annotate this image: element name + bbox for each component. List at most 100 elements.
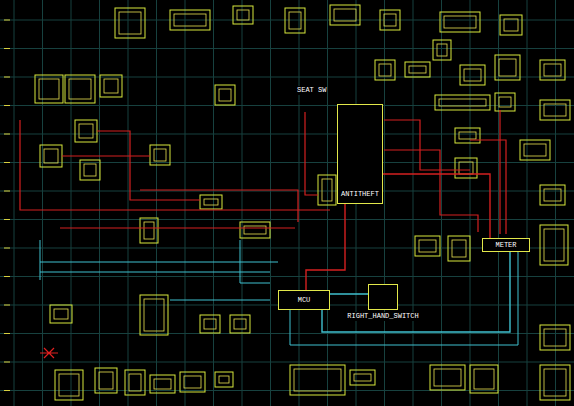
grid-line xyxy=(242,0,243,406)
ruler-tick xyxy=(4,248,10,249)
component-name: METER xyxy=(495,241,516,250)
grid-line xyxy=(527,0,528,406)
ruler-tick xyxy=(4,191,10,192)
connector-symbol xyxy=(455,158,477,178)
ruler-tick xyxy=(4,305,10,306)
connector-pins xyxy=(439,99,486,106)
connector-symbol xyxy=(520,140,550,160)
connector-symbol xyxy=(75,120,97,142)
connector-symbol xyxy=(180,372,205,392)
connector-symbol xyxy=(318,175,336,205)
ruler-tick xyxy=(4,162,10,163)
connector-pins xyxy=(334,9,356,21)
connector-pins xyxy=(354,374,371,381)
grid-line xyxy=(128,0,129,406)
harness-wire xyxy=(330,293,368,294)
connector-symbol xyxy=(285,8,305,33)
grid-line xyxy=(0,390,574,391)
connector-pins xyxy=(84,164,96,176)
ruler-tick xyxy=(4,390,10,391)
connector-pins xyxy=(174,14,206,26)
ground-mark xyxy=(40,348,58,358)
connector-pins xyxy=(459,162,473,174)
connector-pins xyxy=(154,149,166,161)
connector-pins xyxy=(322,179,332,201)
connector-symbol xyxy=(405,62,430,77)
connector-pins xyxy=(119,12,141,34)
connector-pins xyxy=(544,64,561,76)
wire xyxy=(140,190,298,222)
connector-symbol xyxy=(140,218,158,243)
connector-symbol xyxy=(150,145,170,165)
connector-symbol xyxy=(40,145,62,167)
connector-symbol xyxy=(540,100,570,120)
connector-pins xyxy=(129,374,141,391)
connector-symbol xyxy=(150,375,175,393)
component-box: METER xyxy=(482,238,530,252)
component-box: RIGHT_HAND_SWITCH xyxy=(368,284,398,310)
connector-pins xyxy=(69,79,91,99)
connector-pins xyxy=(294,369,341,391)
component-name: RIGHT_HAND_SWITCH xyxy=(346,312,419,321)
connector-pins xyxy=(419,240,436,252)
grid-line xyxy=(14,0,15,406)
connector-symbol xyxy=(540,325,570,350)
connector-pins xyxy=(204,319,216,329)
wire xyxy=(170,300,270,301)
connector-symbol xyxy=(170,10,210,30)
wire xyxy=(384,120,470,170)
connector-symbol xyxy=(200,195,222,209)
connector-symbol xyxy=(350,370,375,385)
grid-line xyxy=(0,134,574,135)
ruler-tick xyxy=(4,276,10,277)
connector-symbol xyxy=(50,305,72,323)
ruler-tick xyxy=(4,134,10,135)
connector-pins xyxy=(234,319,246,329)
connector-pins xyxy=(474,369,494,389)
connector-pins xyxy=(444,16,476,28)
connector-pins xyxy=(409,66,426,73)
wire xyxy=(97,131,200,200)
grid-line xyxy=(42,0,43,406)
ruler-tick xyxy=(4,333,10,334)
connector-pins xyxy=(237,10,249,20)
connector-label: SEAT SW xyxy=(296,86,327,95)
connector-pins xyxy=(464,69,481,81)
harness-wire xyxy=(383,174,490,238)
connector-pins xyxy=(144,299,164,331)
connector-pins xyxy=(437,44,447,56)
connector-symbol xyxy=(430,365,465,390)
connector-pins xyxy=(544,189,561,201)
component-name: ANTITHEFT xyxy=(341,190,379,199)
grid-line xyxy=(555,0,556,406)
wire xyxy=(384,150,478,232)
grid-line xyxy=(185,0,186,406)
connector-symbol xyxy=(415,236,440,256)
grid-line xyxy=(156,0,157,406)
harness-wire xyxy=(306,204,345,290)
wire xyxy=(240,240,270,283)
ruler-tick xyxy=(4,20,10,21)
component-box: MCU xyxy=(278,290,330,310)
connector-pins xyxy=(99,372,113,389)
wire xyxy=(20,120,330,210)
connector-pins xyxy=(499,97,511,107)
grid-line xyxy=(0,219,574,220)
connector-pins xyxy=(544,369,566,396)
connector-pins xyxy=(104,79,118,93)
grid-line xyxy=(0,48,574,49)
connector-symbol xyxy=(233,6,253,24)
connector-symbol xyxy=(540,60,565,80)
connector-symbol xyxy=(100,75,122,97)
wire xyxy=(40,262,278,263)
connector-symbol xyxy=(448,236,470,261)
connector-symbol xyxy=(140,295,168,335)
connector-pins xyxy=(289,12,301,29)
grid-line xyxy=(0,333,574,334)
connector-pins xyxy=(544,329,566,346)
connector-pins xyxy=(39,79,59,99)
connector-symbol xyxy=(290,365,345,395)
